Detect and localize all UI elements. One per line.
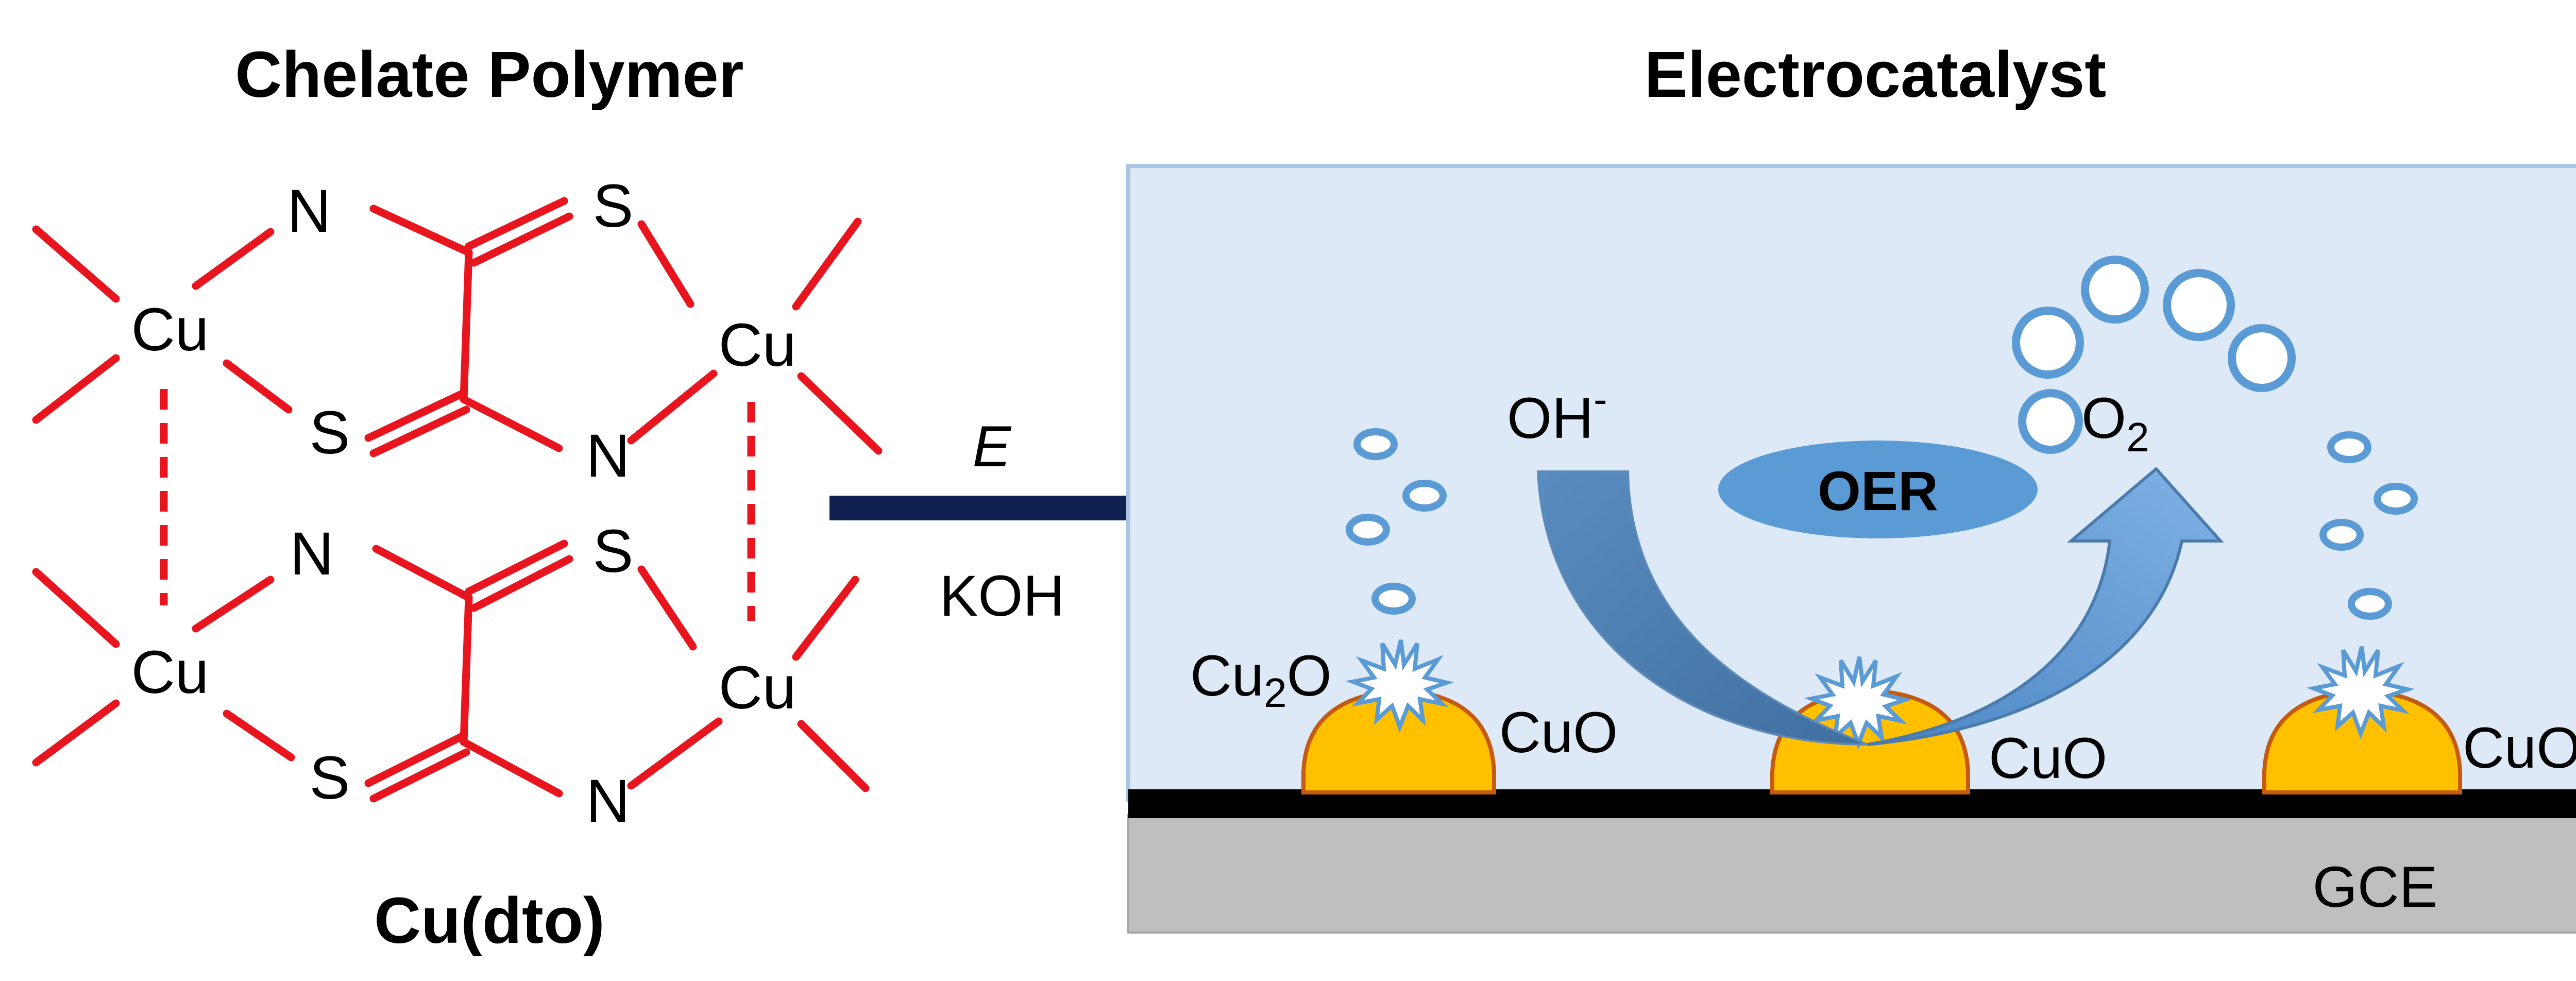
- n-cu2-bond: [627, 369, 718, 445]
- small-bubble-6: [2374, 483, 2418, 515]
- s-cu2-bond: [637, 220, 694, 308]
- sulfur-atom-3: S: [593, 517, 634, 585]
- electrode-label: GCE: [2313, 855, 2438, 919]
- sulfur-atom-1: S: [593, 172, 634, 240]
- sulfur-atom-4: S: [310, 744, 350, 812]
- cu3-s-bond: [223, 709, 295, 762]
- cu1-s-bond: [223, 359, 293, 414]
- cu2o-label: Cu2O: [1190, 644, 1332, 716]
- c-s-double-a: [465, 197, 568, 250]
- copper-atom-3: Cu: [131, 638, 209, 706]
- nitrogen-atom-1: N: [287, 177, 331, 245]
- small-bubble-8: [2348, 588, 2392, 620]
- small-bubble-2: [1402, 480, 1447, 512]
- potential-label: E: [973, 414, 1012, 479]
- cuo-label-3: CuO: [2463, 716, 2576, 780]
- atom-labels: Cu Cu Cu Cu N N N N S S S S: [131, 172, 796, 835]
- cu1-n-bond: [192, 228, 275, 290]
- s-c-double-c: [364, 733, 465, 787]
- oxygen-label: O2: [2081, 386, 2149, 460]
- chelate-polymer-title: Chelate Polymer: [235, 38, 743, 111]
- large-bubble-2: [2012, 307, 2084, 379]
- small-bubble-7: [2319, 519, 2364, 551]
- formula-label: Cu(dto): [374, 884, 605, 957]
- cu3-n-bond: [192, 576, 275, 633]
- electrocatalyst-title: Electrocatalyst: [1645, 38, 2106, 111]
- cuo-label-1: CuO: [1499, 700, 1618, 765]
- copper-atom-2: Cu: [719, 311, 796, 379]
- hydroxide-curved-arrow: [1536, 470, 1868, 746]
- cu2o-burst-3: [2306, 646, 2415, 740]
- oxygen-bubbles-small: [1346, 428, 2418, 620]
- chelate-bonds: [32, 197, 883, 803]
- cuo-label-2: CuO: [1989, 726, 2107, 790]
- cu2o-burst-1: [1345, 639, 1454, 733]
- electrode-body: [1127, 814, 2576, 934]
- s-c-double-d: [369, 748, 470, 803]
- large-bubble-3: [2081, 256, 2149, 324]
- c-c-bond-top: [460, 248, 473, 403]
- arrow-shaft: [829, 496, 1144, 520]
- copper-atom-4: Cu: [719, 654, 796, 722]
- small-bubble-1: [1353, 428, 1398, 460]
- small-bubble-4: [1371, 583, 1416, 615]
- nitrogen-atom-2: N: [586, 422, 630, 490]
- c-n-bond-bottom: [460, 738, 563, 798]
- cu4-bond-downright: [797, 720, 870, 792]
- s-c-double-a: [364, 390, 465, 442]
- cu2-bond-upright: [792, 217, 862, 311]
- nitrogen-atom-3: N: [290, 520, 333, 588]
- cu4-bond-upright: [792, 576, 859, 661]
- large-bubble-5: [2228, 324, 2296, 392]
- cu3-bond-downleft: [32, 699, 120, 767]
- c-s-double-c: [465, 539, 568, 596]
- cu-cu-contacts: [160, 389, 755, 621]
- copper-atom-1: Cu: [131, 296, 209, 364]
- oxygen-bubbles-large: [2012, 256, 2296, 454]
- nitrogen-atom-4: N: [586, 767, 630, 835]
- small-bubble-5: [2327, 431, 2371, 463]
- sulfur-atom-2: S: [310, 399, 350, 467]
- oer-label: OER: [1818, 460, 1938, 522]
- c-s-double-d: [470, 555, 573, 612]
- oxygen-curved-arrow: [1867, 466, 2224, 746]
- hydroxide-label: OH-: [1507, 376, 1607, 450]
- chelate-polymer-panel: Chelate Polymer Cu(dto): [32, 38, 883, 957]
- n-cu4-bond: [627, 717, 723, 790]
- n-c-bond-bottom: [372, 545, 473, 602]
- large-bubble-4: [2163, 269, 2235, 341]
- s-cu4-bond: [637, 565, 697, 651]
- cu1-bond-downleft: [32, 354, 120, 424]
- s-c-double-b: [369, 405, 470, 458]
- n-c-bond-top: [369, 205, 473, 257]
- electrolyte-label: KOH: [940, 564, 1065, 628]
- cu3-bond-upleft: [32, 568, 120, 648]
- large-bubble-1: [2018, 389, 2083, 454]
- cu2-bond-downright: [797, 372, 883, 455]
- c-n-bond-top: [460, 395, 563, 452]
- c-c-bond-bottom: [460, 594, 473, 746]
- cu1-bond-upleft: [32, 225, 120, 303]
- electrocatalyst-panel: Electrocatalyst GCE Cu2O CuO CuO CuO OER…: [1126, 38, 2576, 934]
- small-bubble-3: [1346, 514, 1390, 546]
- c-s-double-b: [470, 212, 573, 267]
- oer-ellipse: [1718, 441, 2038, 538]
